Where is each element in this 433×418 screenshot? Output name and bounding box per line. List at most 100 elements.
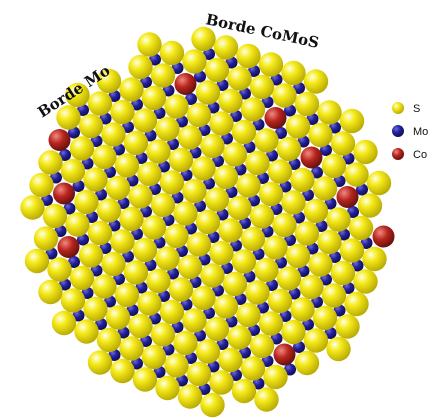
s-atom xyxy=(218,218,243,243)
mo-atom xyxy=(288,158,301,170)
mo-atom xyxy=(59,149,71,161)
mo-atom xyxy=(284,234,296,246)
mo-atom xyxy=(90,264,103,277)
mo-atom xyxy=(68,256,80,268)
s-atom xyxy=(159,170,185,195)
s-atom xyxy=(69,136,95,161)
co-atom xyxy=(57,236,80,258)
s-atom xyxy=(195,80,221,105)
s-atom xyxy=(281,60,306,86)
s-atom xyxy=(168,147,194,173)
legend-item-mo: Mo xyxy=(392,125,428,138)
mo-atom xyxy=(126,304,139,316)
mo-atom xyxy=(176,374,188,387)
mo-atom xyxy=(293,211,305,224)
mo-atom xyxy=(68,126,80,139)
s-atom xyxy=(191,156,216,181)
mo-atom xyxy=(360,237,373,249)
mo-atom xyxy=(50,171,62,184)
s-atom xyxy=(38,279,63,305)
s-atom xyxy=(258,181,284,207)
legend-item-co: Co xyxy=(392,148,427,161)
s-atom xyxy=(249,333,275,359)
s-atom xyxy=(303,328,329,353)
s-atom xyxy=(312,176,338,201)
s-atom xyxy=(218,347,243,373)
s-atom xyxy=(132,237,158,263)
s-atom xyxy=(200,263,225,288)
mo-atom xyxy=(266,149,278,162)
s-atom xyxy=(191,285,216,311)
mo-atom xyxy=(95,188,107,201)
s-atom xyxy=(164,223,189,249)
mo-atom xyxy=(342,152,355,165)
mo-atom xyxy=(270,332,283,345)
s-atom xyxy=(191,26,216,52)
mo-atom xyxy=(194,200,206,212)
mo-atom xyxy=(171,321,184,333)
mo-atom xyxy=(72,180,85,192)
mo-atom xyxy=(144,259,157,271)
mo-atom xyxy=(153,107,166,119)
s-atom xyxy=(87,220,113,246)
mo-atom xyxy=(122,121,134,133)
s-atom xyxy=(200,133,225,159)
s-atom xyxy=(231,249,257,274)
s-atom xyxy=(227,66,252,91)
s-atom xyxy=(308,122,333,148)
s-atom xyxy=(173,330,198,356)
s-atom xyxy=(344,291,369,317)
mo-atom xyxy=(221,132,233,145)
s-atom xyxy=(299,274,324,300)
mo-atom xyxy=(248,65,260,77)
s-atom xyxy=(42,203,68,229)
s-atom xyxy=(137,32,162,57)
mo-atom xyxy=(320,273,332,286)
s-atom xyxy=(155,375,180,401)
mo-atom xyxy=(185,352,197,364)
s-atom xyxy=(92,144,117,170)
s-atom xyxy=(195,339,221,364)
mo-atom xyxy=(126,174,139,187)
mo-atom xyxy=(162,343,175,356)
s-atom xyxy=(110,358,135,384)
mo-atom xyxy=(311,166,323,179)
mo-atom xyxy=(212,284,224,297)
s-atom xyxy=(357,193,383,218)
s-atom xyxy=(330,260,356,286)
mo-atom xyxy=(266,279,278,291)
mo-atom xyxy=(248,194,260,207)
mo-atom xyxy=(162,84,175,97)
mo-atom xyxy=(230,369,242,381)
s-atom xyxy=(290,297,315,322)
s-atom xyxy=(263,364,288,390)
nanocluster-atoms xyxy=(20,26,395,418)
s-atom xyxy=(236,43,261,69)
mo-atom xyxy=(329,121,341,134)
mo-atom xyxy=(198,124,211,136)
mo-atom xyxy=(158,160,170,173)
s-atom xyxy=(105,175,131,201)
s-atom xyxy=(285,243,311,269)
s-atom xyxy=(204,57,230,83)
mo-atom xyxy=(320,144,332,156)
s-atom xyxy=(65,82,90,108)
s-atom xyxy=(128,184,153,209)
s-atom xyxy=(362,246,387,272)
s-atom xyxy=(227,195,252,221)
s-atom xyxy=(141,215,167,240)
s-atom xyxy=(128,54,153,80)
mo-atom xyxy=(135,281,148,294)
mo-atom xyxy=(104,295,116,308)
mo-atom xyxy=(333,304,346,317)
co-atom xyxy=(53,182,75,205)
mo-atom xyxy=(311,296,323,308)
s-atom xyxy=(290,167,315,193)
mo-atom xyxy=(99,242,112,254)
mo-atom xyxy=(104,166,116,178)
mo-atom xyxy=(59,278,71,291)
s-atom xyxy=(164,353,189,378)
s-atom xyxy=(173,201,198,226)
s-atom xyxy=(182,49,207,74)
mo-atom xyxy=(153,366,166,378)
